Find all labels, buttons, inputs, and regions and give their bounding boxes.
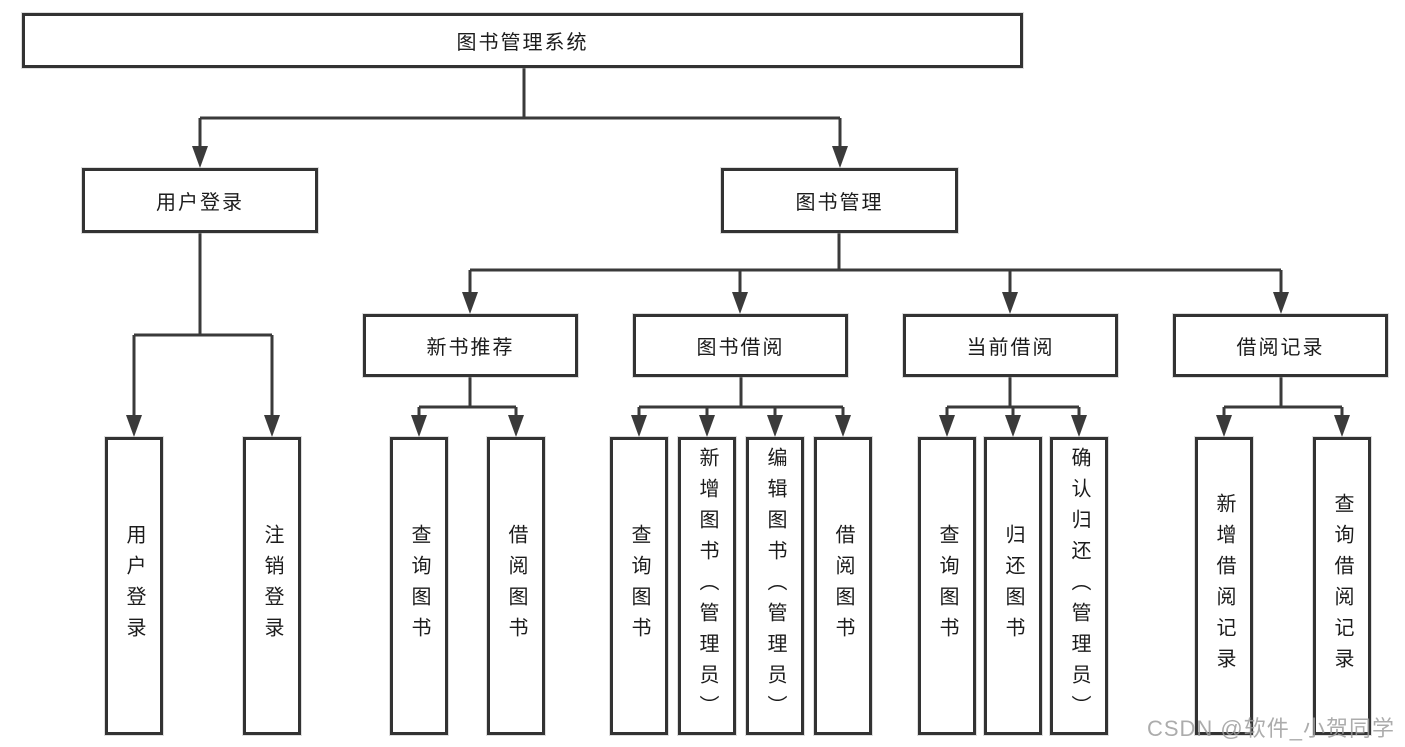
node-borrowing-records-label: 借阅记录 [1236,337,1325,359]
node-borrowing-records: 借阅记录 [1173,314,1388,377]
leaf-add-books-admin: 新增图书（管理员） [678,437,736,735]
node-book-management: 图书管理 [721,168,958,233]
leaf-logout: 注销登录 [243,437,301,735]
leaf-borrowing-query-books: 查询图书 [610,437,668,735]
leaf-add-books-admin-label: 新增图书（管理员） [696,446,718,726]
leaf-edit-books-admin: 编辑图书（管理员） [746,437,804,735]
leaf-add-borrow-record-label: 新增借阅记录 [1213,493,1235,679]
leaf-user-login: 用户登录 [105,437,163,735]
leaf-return-books: 归还图书 [984,437,1042,735]
connector-strokes [132,68,1344,421]
leaf-return-books-label: 归还图书 [1002,524,1024,648]
leaf-recommend-borrow-books-label: 借阅图书 [505,524,527,648]
leaf-query-borrow-records-label: 查询借阅记录 [1331,493,1353,679]
node-root-label: 图书管理系统 [456,32,589,54]
node-user-login: 用户登录 [82,168,318,233]
leaf-confirm-return-admin-label: 确认归还（管理员） [1068,446,1090,726]
leaf-current-query-books: 查询图书 [918,437,976,735]
leaf-recommend-query-books: 查询图书 [390,437,448,735]
node-user-login-label: 用户登录 [156,192,244,214]
leaf-recommend-query-books-label: 查询图书 [408,524,430,648]
leaf-borrowing-query-books-label: 查询图书 [628,524,650,648]
csdn-watermark: CSDN @软件_小贺同学 [1146,716,1395,741]
node-root-library-system: 图书管理系统 [22,13,1023,68]
node-book-management-label: 图书管理 [795,192,884,214]
leaf-borrowing-borrow-books-label: 借阅图书 [832,524,854,648]
leaf-user-login-label: 用户登录 [123,524,145,648]
leaf-logout-label: 注销登录 [261,524,283,648]
node-book-borrowing-label: 图书借阅 [696,337,785,359]
leaf-query-borrow-records: 查询借阅记录 [1313,437,1371,735]
node-book-borrowing: 图书借阅 [633,314,848,377]
node-new-book-recommendation-label: 新书推荐 [426,337,515,359]
leaf-borrowing-borrow-books: 借阅图书 [814,437,872,735]
leaf-edit-books-admin-label: 编辑图书（管理员） [764,446,786,726]
leaf-recommend-borrow-books: 借阅图书 [487,437,545,735]
node-current-borrowing: 当前借阅 [903,314,1118,377]
node-current-borrowing-label: 当前借阅 [966,337,1055,359]
leaf-current-query-books-label: 查询图书 [936,524,958,648]
leaf-confirm-return-admin: 确认归还（管理员） [1050,437,1108,735]
connector-arrowheads [126,146,1350,437]
leaf-add-borrow-record: 新增借阅记录 [1195,437,1253,735]
node-new-book-recommendation: 新书推荐 [363,314,578,377]
